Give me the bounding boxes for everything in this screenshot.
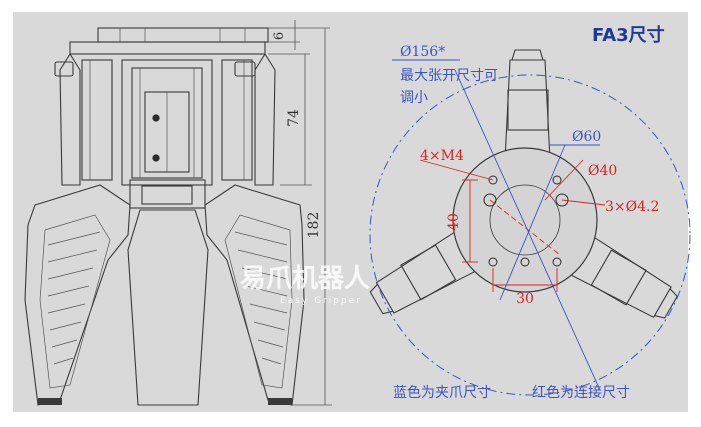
right-jaw xyxy=(204,184,305,406)
dim-d40: Ø40 xyxy=(588,163,617,179)
left-jaw xyxy=(24,184,131,406)
hub-inner xyxy=(489,184,561,256)
dim-182: 182 xyxy=(306,212,322,239)
open-note-line1: 最大张开尺寸可 xyxy=(400,68,498,84)
page-title: FA3尺寸 xyxy=(592,24,665,46)
open-note-line2: 调小 xyxy=(400,90,428,106)
dim-d156: Ø156* xyxy=(400,44,445,60)
hub-holes xyxy=(483,175,569,267)
dim-4xm4: 4×M4 xyxy=(420,148,464,164)
red-dimension-lines xyxy=(419,159,606,292)
watermark-en: Easy Gripper xyxy=(280,296,362,306)
max-open-circle xyxy=(369,74,691,396)
hub-outer xyxy=(452,147,598,293)
dim-30: 30 xyxy=(516,291,534,307)
dim-3xd4-2: 3×Ø4.2 xyxy=(605,199,659,215)
blue-dimension-lines xyxy=(392,59,601,391)
legend-blue: 蓝色为夹爪尺寸 xyxy=(393,384,491,401)
dim-74: 74 xyxy=(286,109,302,127)
dim-40: 40 xyxy=(446,213,462,231)
side-dimension-lines xyxy=(268,20,332,406)
watermark-cn: 易爪机器人 xyxy=(240,264,370,294)
dim-6: 6 xyxy=(272,32,287,40)
legend-red: 红色为连接尺寸 xyxy=(532,384,630,401)
centre-jaw xyxy=(127,209,209,406)
dim-d60: Ø60 xyxy=(572,129,601,145)
gripper-side-view xyxy=(24,27,305,406)
left-pillar xyxy=(59,52,81,186)
right-pillar xyxy=(254,52,276,186)
